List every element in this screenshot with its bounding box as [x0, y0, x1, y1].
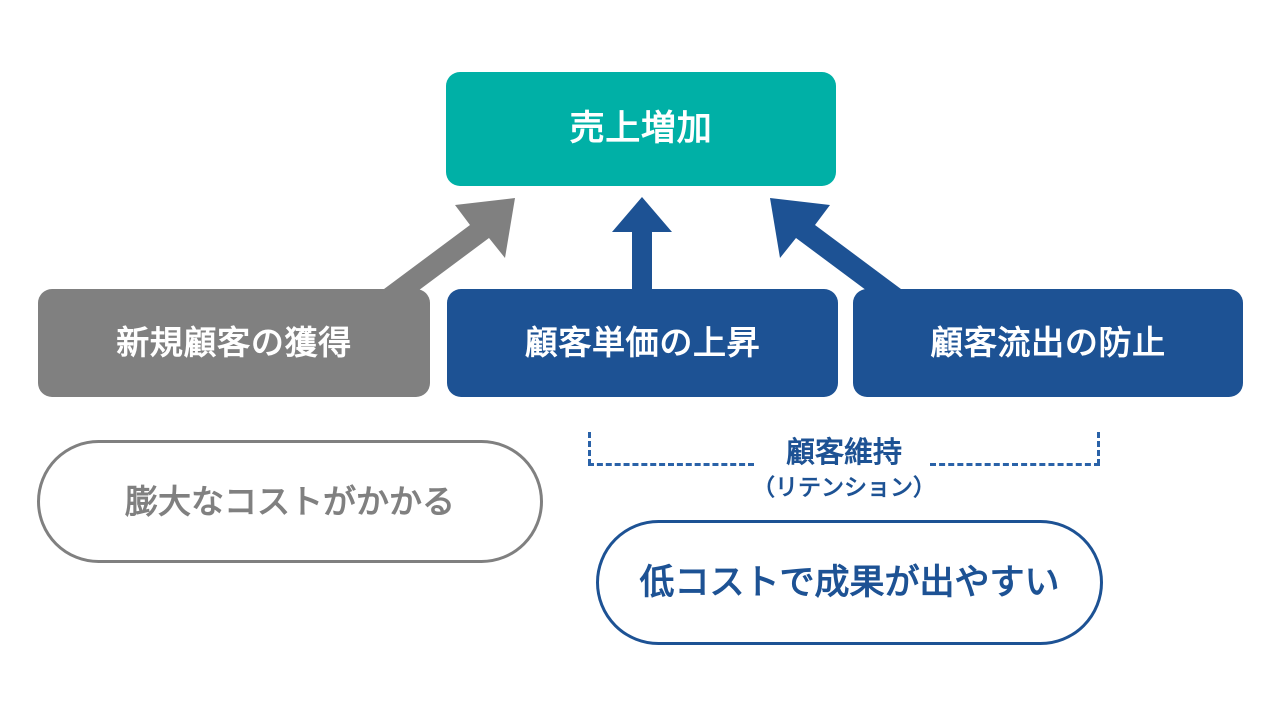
- bracket-label-retention: 顧客維持 （リテンション）: [588, 436, 1100, 501]
- arrow-arpu-to-goal: [612, 197, 672, 292]
- bracket-label-sub: （リテンション）: [752, 474, 936, 501]
- bracket-left-tick: [588, 432, 591, 465]
- driver-box-average-spend-increase[interactable]: 顧客単価の上昇: [447, 289, 838, 397]
- arrow-new-customer-to-goal: [380, 198, 515, 305]
- bracket-right-tick: [1097, 432, 1100, 465]
- goal-box-sales-increase[interactable]: 売上増加: [446, 72, 836, 186]
- bracket-left-line: [588, 463, 754, 466]
- bracket-label-main: 顧客維持: [771, 436, 916, 471]
- note-pill-high-cost[interactable]: 膨大なコストがかかる: [37, 440, 543, 563]
- driver-box-churn-prevention[interactable]: 顧客流出の防止: [853, 289, 1243, 397]
- note-pill-low-cost[interactable]: 低コストで成果が出やすい: [596, 520, 1103, 645]
- arrow-churn-to-goal: [770, 198, 905, 305]
- bracket-right-line: [930, 463, 1100, 466]
- driver-box-new-customer-acquisition[interactable]: 新規顧客の獲得: [38, 289, 430, 397]
